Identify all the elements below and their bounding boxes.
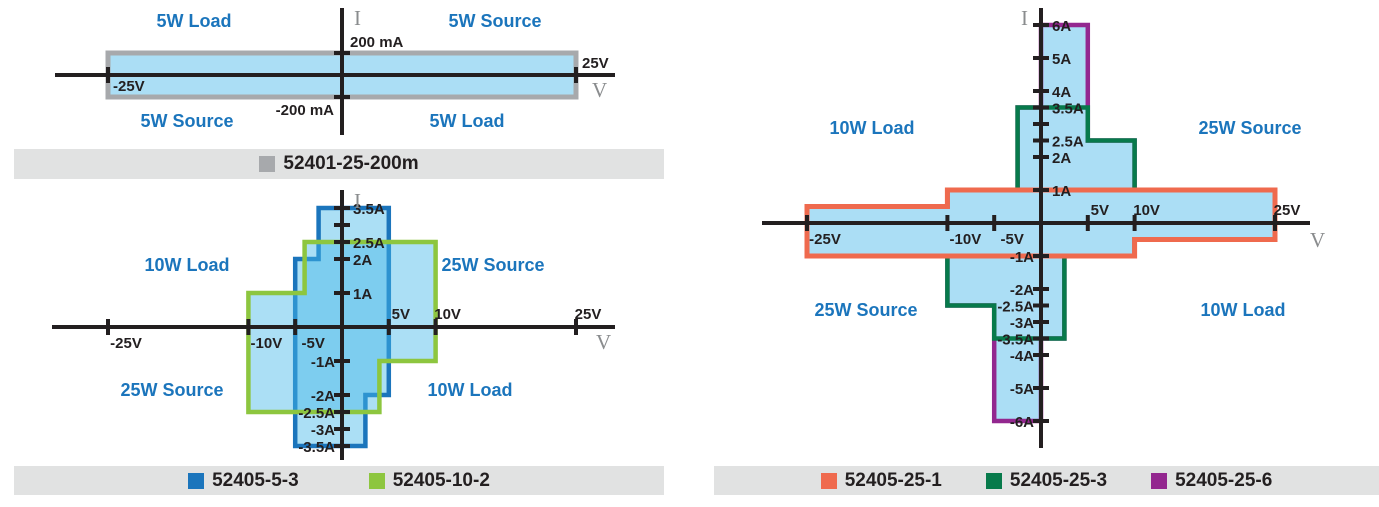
legend-item-52405-5-3: 52405-5-3 (188, 470, 299, 492)
quadrant-label: 5W Source (448, 11, 541, 31)
y-tick-label: -4A (1010, 348, 1034, 365)
y-tick-label: -3.5A (997, 332, 1034, 349)
quadrant-label: 5W Load (430, 111, 505, 131)
x-tick-label: 25V (1274, 202, 1301, 219)
x-tick-label: 25V (575, 306, 602, 323)
quadrant-label: 25W Source (441, 255, 544, 275)
legend-bottom-left: 52405-5-3 52405-10-2 (14, 466, 664, 495)
quadrant-label: 10W Load (829, 118, 914, 138)
x-tick-label: 5V (392, 306, 410, 323)
y-tick-label: -5A (1010, 381, 1034, 398)
x-tick-label: -5V (1001, 231, 1024, 248)
y-tick-label: 2.5A (353, 235, 385, 252)
quadrant-label: 5W Source (140, 111, 233, 131)
x-axis-letter: V (596, 330, 611, 354)
quadrant-label: 10W Load (144, 255, 229, 275)
y-tick-label: -3A (1010, 315, 1034, 332)
quadrant-label: 5W Load (157, 11, 232, 31)
y-tick-label: -1A (311, 354, 335, 371)
legend-model-label: 52405-25-1 (844, 469, 942, 491)
y-tick-label: -2A (1010, 282, 1034, 299)
y-tick-label: -3.5A (298, 439, 335, 456)
x-tick-label: -25V (809, 231, 841, 248)
x-tick-label: -5V (302, 335, 325, 352)
x-axis-letter: V (1310, 228, 1325, 252)
y-tick-label: 5A (1052, 51, 1071, 68)
y-tick-label: -3A (311, 422, 335, 439)
x-tick-label: 25V (582, 55, 609, 72)
y-tick-label: 1A (1052, 183, 1071, 200)
chart-c1: -25V 25V 200 mA -200 mA 5W Load 5W Source 5W S… (55, 6, 615, 135)
y-tick-label: -2.5A (997, 299, 1034, 316)
legend-model-label: 52405-10-2 (392, 469, 490, 491)
x-axis-letter: V (592, 78, 607, 102)
y-tick-label: -2A (311, 388, 335, 405)
quadrant-label: 25W Source (1198, 118, 1301, 138)
x-tick-label: 10V (434, 306, 461, 323)
legend-item-52405-25-6: 52405-25-6 (1151, 470, 1272, 492)
legend-right: 52405-25-1 52405-25-3 52405-25-6 (714, 466, 1379, 495)
legend-model-label: 52401-25-200m (283, 153, 419, 174)
legend-model-label: 52405-5-3 (212, 469, 299, 491)
y-axis-letter: I (354, 6, 361, 30)
x-tick-label: -10V (251, 335, 283, 352)
y-tick-label: 3.5A (1052, 101, 1084, 118)
legend-swatch-icon (1151, 472, 1168, 489)
legend-swatch-icon (188, 472, 205, 489)
legend-item-52405-25-3: 52405-25-3 (985, 469, 1108, 492)
y-tick-label: 200 mA (350, 34, 404, 51)
y-axis-letter: I (1021, 6, 1028, 30)
legend-model-label: 52405-25-6 (1175, 469, 1273, 491)
legend-item-52405-25-1: 52405-25-1 (820, 469, 942, 492)
y-tick-label: 6A (1052, 18, 1071, 35)
y-tick-label: -1A (1010, 249, 1034, 266)
envelope-52405-25-1 (804, 187, 1278, 259)
y-tick-label: 2A (1052, 150, 1071, 167)
quadrant-label: 10W Load (1200, 300, 1285, 320)
legend-top-left: 52401-25-200m (14, 149, 664, 179)
legend-swatch-icon (820, 472, 837, 489)
y-tick-label: -200 mA (276, 102, 335, 119)
y-tick-label: -6A (1010, 414, 1034, 431)
y-tick-label: 4A (1052, 84, 1071, 101)
y-tick-label: 2.5A (1052, 134, 1084, 151)
x-tick-label: -10V (950, 231, 982, 248)
quadrant-label: 25W Source (120, 380, 223, 400)
legend-model-label: 52405-25-3 (1009, 469, 1108, 491)
legend-swatch-icon (985, 472, 1002, 489)
y-axis-letter: I (354, 189, 361, 213)
legend-item-52401-25-200m: 52401-25-200m (259, 153, 419, 175)
x-tick-label: -25V (110, 335, 142, 352)
y-tick-label: 1A (353, 286, 372, 303)
quadrant-label: 25W Source (814, 300, 917, 320)
quadrant-label: 10W Load (427, 380, 512, 400)
legend-item-52405-10-2: 52405-10-2 (368, 469, 490, 492)
x-tick-label: -25V (113, 78, 145, 95)
y-tick-label: -2.5A (298, 405, 335, 422)
y-tick-label: 3.5A (353, 201, 385, 218)
legend-swatch-icon (259, 156, 276, 172)
x-tick-label: 5V (1091, 202, 1109, 219)
y-tick-label: 2A (353, 252, 372, 269)
x-tick-label: 10V (1133, 202, 1160, 219)
legend-swatch-icon (368, 472, 385, 489)
